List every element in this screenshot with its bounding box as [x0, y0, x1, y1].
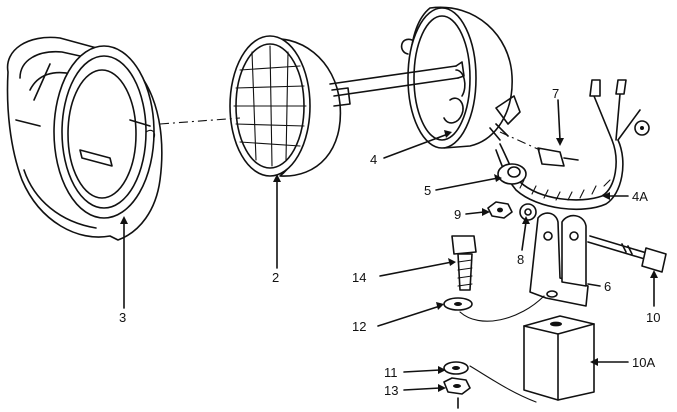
- assembly-path-11: [469, 365, 537, 403]
- leader-lines: [120, 99, 658, 409]
- callout-10: 10: [646, 310, 660, 325]
- part-7-connector: [499, 131, 579, 167]
- callout-3: 3: [119, 310, 126, 325]
- callout-6: 6: [604, 279, 611, 294]
- callout-13: 13: [384, 383, 398, 398]
- part-9-nut: [487, 201, 513, 219]
- part-6-mounting-bracket: [529, 212, 589, 307]
- part-10a-mounting-block: [523, 315, 595, 401]
- callout-7: 7: [552, 86, 559, 101]
- callout-14: 14: [352, 270, 366, 285]
- callout-9: 9: [454, 207, 461, 222]
- mounting-rod: [329, 61, 465, 97]
- callout-8: 8: [517, 252, 524, 267]
- part-5-grommet: [497, 163, 527, 185]
- part-13-nut: [443, 377, 471, 395]
- part-14-bolt: [451, 235, 477, 291]
- callout-5: 5: [424, 183, 431, 198]
- callout-4a: 4A: [632, 189, 648, 204]
- part-8-star-washer: [519, 203, 537, 221]
- assembly-path-12: [459, 295, 545, 322]
- callout-11: 11: [384, 365, 398, 380]
- part-3-headlamp-door: [6, 36, 163, 241]
- part-4a-wiring-harness: [495, 79, 650, 211]
- callout-labels: 3 2 4 7 5 4A 9 8 14 6 10 12 10A 11 13: [119, 86, 660, 398]
- part-12-flat-washer: [443, 297, 473, 311]
- callout-12: 12: [352, 319, 366, 334]
- part-2-sealed-beam-lamp: [229, 35, 351, 177]
- part-10-bolt: [587, 235, 667, 273]
- callout-10a: 10A: [632, 355, 655, 370]
- alignment-line: [159, 117, 241, 125]
- part-11-lock-washer: [443, 361, 469, 375]
- part-4-headlamp-housing: [400, 6, 521, 149]
- callout-2: 2: [272, 270, 279, 285]
- callout-4: 4: [370, 152, 377, 167]
